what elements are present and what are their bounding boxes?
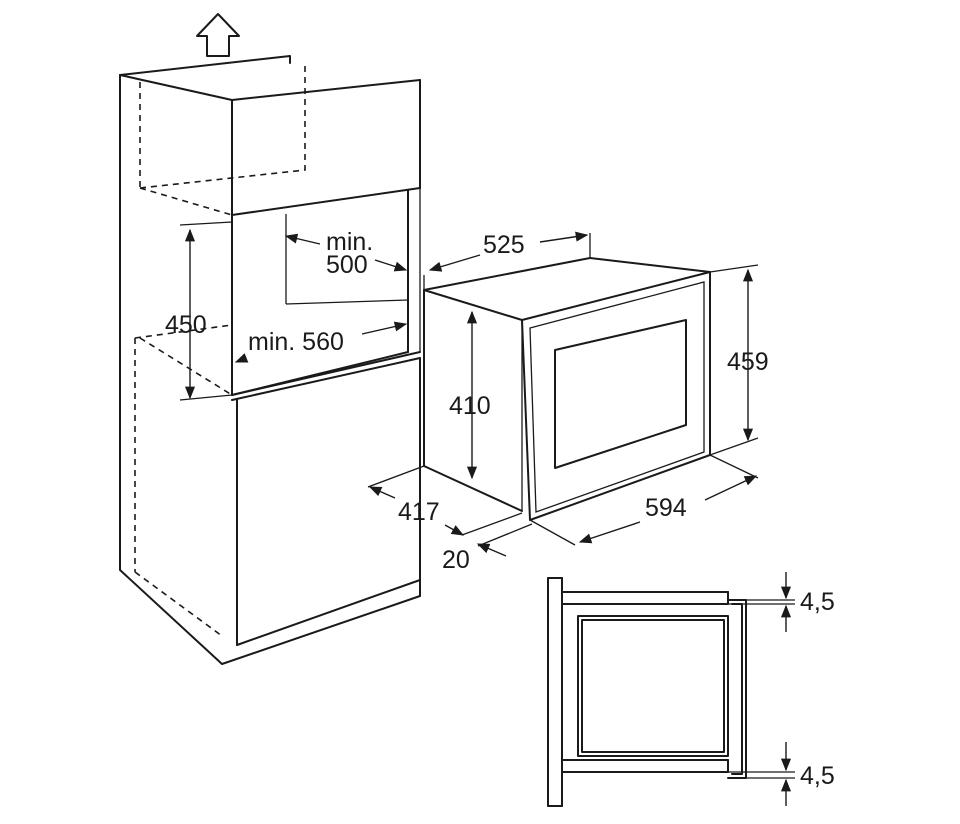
tall-cabinet bbox=[119, 55, 421, 665]
gap-bottom-label: 4,5 bbox=[800, 762, 835, 790]
oven bbox=[423, 257, 711, 521]
cab-depth-label-2: 500 bbox=[326, 251, 368, 279]
oven-frame-depth-label: 417 bbox=[398, 498, 440, 526]
oven-depth-label: 525 bbox=[483, 231, 525, 259]
cabinet-dimensions bbox=[179, 221, 408, 401]
up-arrow-outline-icon bbox=[196, 13, 240, 57]
cab-height-label: 450 bbox=[165, 311, 207, 339]
oven-body-height-label: 410 bbox=[449, 392, 491, 420]
gap-detail bbox=[547, 572, 795, 807]
oven-front-offset-label: 20 bbox=[442, 546, 470, 574]
cab-width-label: min. 560 bbox=[248, 328, 344, 356]
dimension-labels: min. 500 450 min. 560 525 410 459 594 41… bbox=[165, 228, 835, 790]
oven-front-width-label: 594 bbox=[645, 494, 687, 522]
gap-top-label: 4,5 bbox=[800, 588, 835, 616]
cab-depth-label-1: min. bbox=[326, 228, 373, 256]
oven-dimensions bbox=[367, 231, 759, 557]
oven-front-height-label: 459 bbox=[727, 348, 769, 376]
